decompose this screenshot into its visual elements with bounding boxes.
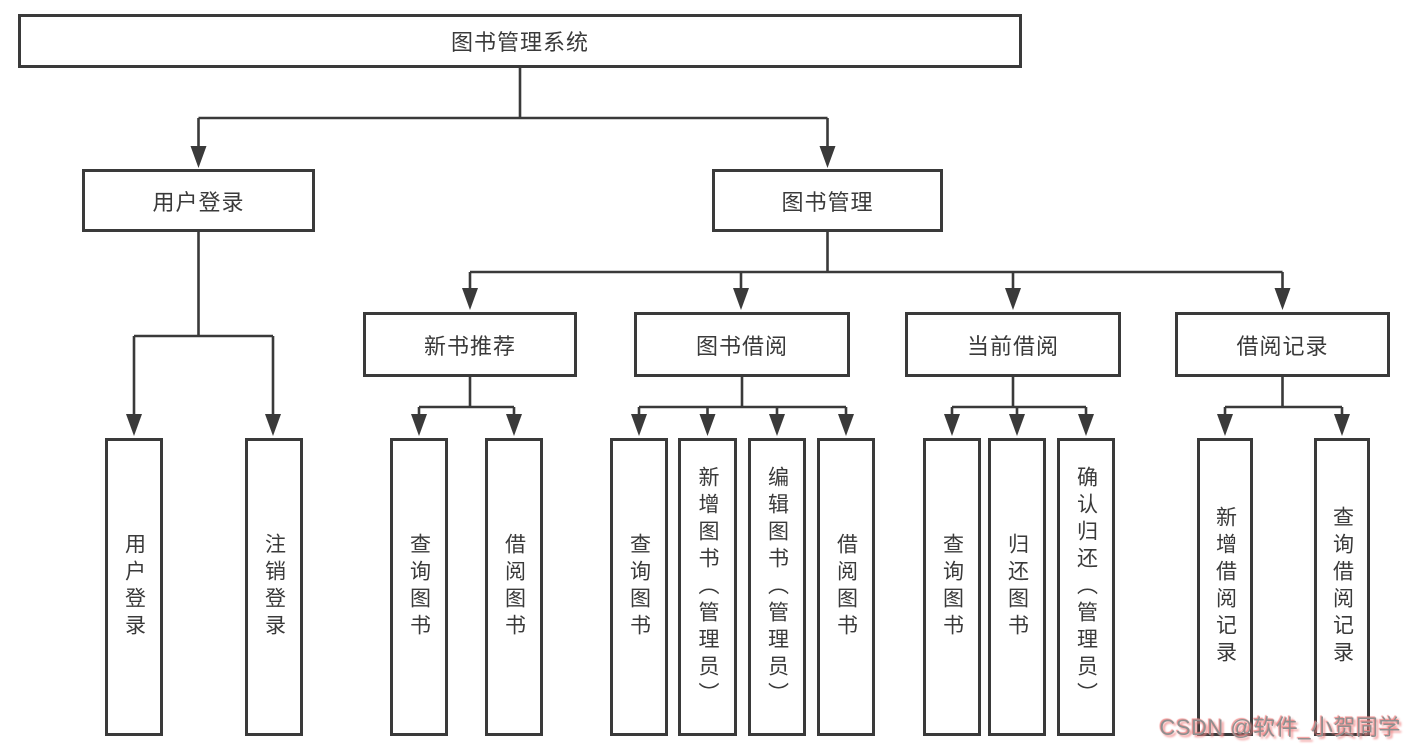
leaf-borrow-query-books-label: 查询图书 — [627, 533, 651, 641]
arrowhead — [265, 414, 281, 436]
leaf-borrow-borrow-books: 借阅图书 — [817, 438, 875, 736]
leaf-user-login: 用户登录 — [105, 438, 163, 736]
node-borrow-records: 借阅记录 — [1175, 312, 1390, 377]
node-current-borrow: 当前借阅 — [905, 312, 1121, 377]
arrowhead — [1217, 414, 1233, 436]
leaf-borrow-query-books: 查询图书 — [610, 438, 668, 736]
node-book-borrow: 图书借阅 — [634, 312, 850, 377]
leaf-borrow-add-books-admin: 新增图书（管理员） — [678, 438, 737, 736]
leaf-records-query-record: 查询借阅记录 — [1314, 438, 1370, 736]
node-root-label: 图书管理系统 — [450, 30, 589, 55]
arrowhead — [126, 414, 142, 436]
leaf-logout-label: 注销登录 — [262, 533, 286, 641]
leaf-newrec-borrow-books-label: 借阅图书 — [502, 533, 526, 641]
node-book-management: 图书管理 — [712, 169, 943, 232]
node-current-borrow-label: 当前借阅 — [966, 333, 1059, 359]
arrowhead — [190, 146, 207, 168]
leaf-borrow-borrow-books-label: 借阅图书 — [834, 533, 858, 641]
arrowhead — [411, 414, 427, 436]
arrowhead — [1334, 414, 1350, 436]
arrowhead — [819, 146, 836, 168]
node-new-book-recommend-label: 新书推荐 — [423, 333, 516, 359]
leaf-newrec-query-books: 查询图书 — [390, 438, 448, 736]
arrowhead — [1078, 414, 1094, 436]
arrowhead — [1274, 288, 1291, 310]
leaf-records-add-record: 新增借阅记录 — [1197, 438, 1253, 736]
leaf-borrow-edit-books-admin-label: 编辑图书（管理员） — [765, 465, 789, 709]
leaf-current-return-books-label: 归还图书 — [1005, 533, 1029, 641]
node-new-book-recommend: 新书推荐 — [363, 312, 577, 377]
leaf-current-confirm-return-admin-label: 确认归还（管理员） — [1074, 465, 1098, 709]
leaf-current-query-books: 查询图书 — [923, 438, 981, 736]
arrowhead — [1005, 288, 1021, 310]
leaf-records-add-record-label: 新增借阅记录 — [1213, 506, 1237, 668]
leaf-current-return-books: 归还图书 — [988, 438, 1046, 736]
leaf-logout: 注销登录 — [245, 438, 303, 736]
node-book-management-label: 图书管理 — [781, 189, 874, 215]
leaf-user-login-label: 用户登录 — [122, 533, 146, 641]
node-borrow-records-label: 借阅记录 — [1236, 333, 1329, 359]
arrowhead — [631, 414, 647, 436]
arrowhead — [733, 288, 749, 310]
leaf-records-query-record-label: 查询借阅记录 — [1330, 506, 1354, 668]
arrowhead — [506, 414, 522, 436]
arrowhead — [838, 414, 854, 436]
watermark: CSDN @软件_小贺同学 — [1159, 715, 1401, 740]
leaf-current-confirm-return-admin: 确认归还（管理员） — [1057, 438, 1115, 736]
leaf-borrow-edit-books-admin: 编辑图书（管理员） — [748, 438, 806, 736]
arrowhead — [1009, 414, 1025, 436]
arrowhead — [944, 414, 960, 436]
leaf-current-query-books-label: 查询图书 — [940, 533, 964, 641]
leaf-borrow-add-books-admin-label: 新增图书（管理员） — [696, 465, 719, 709]
arrowhead — [769, 414, 785, 436]
node-book-borrow-label: 图书借阅 — [695, 333, 788, 359]
arrowhead — [462, 288, 478, 310]
leaf-newrec-borrow-books: 借阅图书 — [485, 438, 543, 736]
node-root: 图书管理系统 — [18, 14, 1022, 68]
leaf-newrec-query-books-label: 查询图书 — [407, 533, 431, 641]
arrowhead — [699, 414, 716, 436]
node-user-login-label: 用户登录 — [152, 189, 245, 215]
node-user-login: 用户登录 — [82, 169, 315, 232]
